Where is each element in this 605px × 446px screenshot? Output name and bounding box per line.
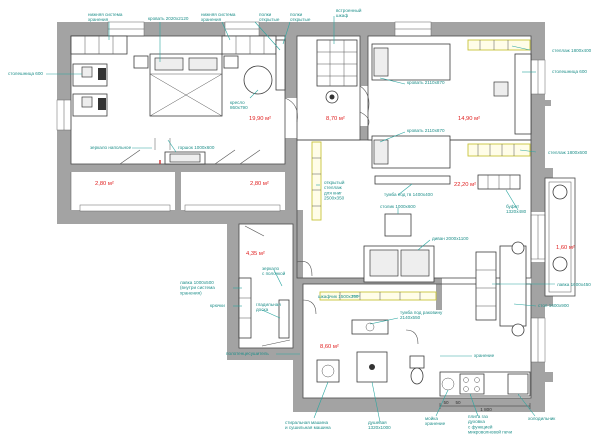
label-fridge: холодильник [528, 416, 556, 421]
label-rack-top: стеллаж 1800х400 [552, 48, 592, 53]
area-bathroom: 8,60 м² [320, 344, 339, 350]
dimension-50b: 50 [455, 400, 461, 405]
label-bed: кровать 2020х2120 [148, 16, 189, 21]
area-wardrobe: 4,35 м² [246, 251, 265, 257]
living-furniture [296, 174, 527, 337]
label-table-big: стол 1600х900 [538, 303, 569, 308]
label-hangers: крючки [210, 303, 225, 308]
label-bed-kid-1: кровать 2110х870 [407, 80, 445, 85]
area-balcony-left: 2,80 м² [95, 181, 114, 187]
wardrobe-furniture [238, 225, 291, 347]
loggia-furniture [552, 184, 568, 272]
windows [56, 21, 546, 363]
bedroom-furniture [70, 35, 286, 165]
leader-lines [46, 16, 555, 423]
kids-furniture [371, 39, 532, 169]
label-desk-left: столешница 600 [8, 71, 43, 76]
label-sofa: диван 2000х1100 [432, 236, 469, 241]
label-cabinet: шкафчик 1500х350 [318, 294, 359, 299]
label-mirror-floor: зеркало напольное [90, 145, 132, 150]
area-hall: 8,70 м² [326, 116, 345, 122]
label-desk-right: столешница 600 [552, 69, 587, 74]
label-table: столик 1000х600 [380, 204, 416, 209]
hall-furniture [284, 39, 370, 221]
label-storage-small: хранение [474, 353, 495, 358]
label-rack-right: стеллаж 1800х600 [548, 150, 588, 155]
area-loggia: 1,60 м² [556, 245, 575, 251]
room-areas: 19,90 м² 8,70 м² 14,90 м² 2,80 м² 2,80 м… [95, 116, 575, 350]
label-towel: полотенцесушитель [226, 351, 269, 356]
area-kids: 14,90 м² [458, 116, 480, 122]
dimension-1800: 1 800 [480, 407, 492, 412]
area-balcony-mid: 2,80 м² [250, 181, 269, 187]
label-bench-right: лавка 1600х450 [557, 282, 591, 287]
dimension-50a: 50 [443, 400, 449, 405]
area-bedroom: 19,90 м² [249, 116, 271, 122]
bath-kitchen-furniture [302, 291, 531, 397]
label-tv-unit: тумба под тв 1400х400 [384, 192, 433, 197]
label-bed-kid-2: кровать 2110х870 [407, 128, 445, 133]
label-dresser: горшок 1000х600 [178, 145, 215, 150]
area-living: 22,20 м² [454, 182, 476, 188]
